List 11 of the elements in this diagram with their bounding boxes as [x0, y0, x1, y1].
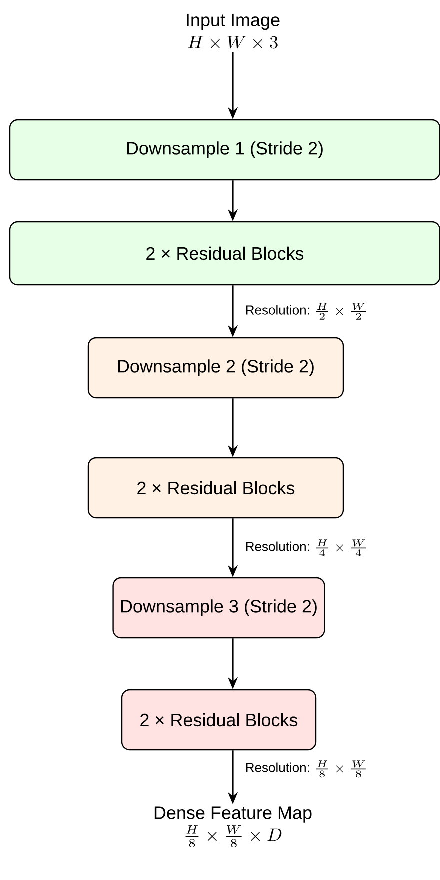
process-box: Downsample 1 (Stride 2) [9, 119, 440, 181]
terminal-label: Input Image $H \times W \times 3$ [187, 14, 280, 49]
process-box: 2 × Residual Blocks [88, 457, 344, 519]
process-box: Downsample 3 (Stride 2) [112, 577, 326, 639]
edge-label: $\textrm{Resolution:}\ \frac{H}{8} \times \frac{W}{8}$ [246, 760, 366, 778]
edge-label: $\textrm{Resolution:}\ \frac{H}{2} \times \frac{W}{2}$ [246, 303, 366, 320]
process-box: 2 × Residual Blocks [9, 221, 440, 286]
process-box: Downsample 2 (Stride 2) [88, 337, 344, 399]
edge-label: $\textrm{Resolution:}\ \frac{H}{4} \times \frac{W}{4}$ [246, 540, 366, 556]
process-box: 2 × Residual Blocks [121, 689, 317, 751]
terminal-label: Dense Feature Map $\frac{H}{8} \times \frac{W}{8} \times D$ [154, 806, 312, 848]
